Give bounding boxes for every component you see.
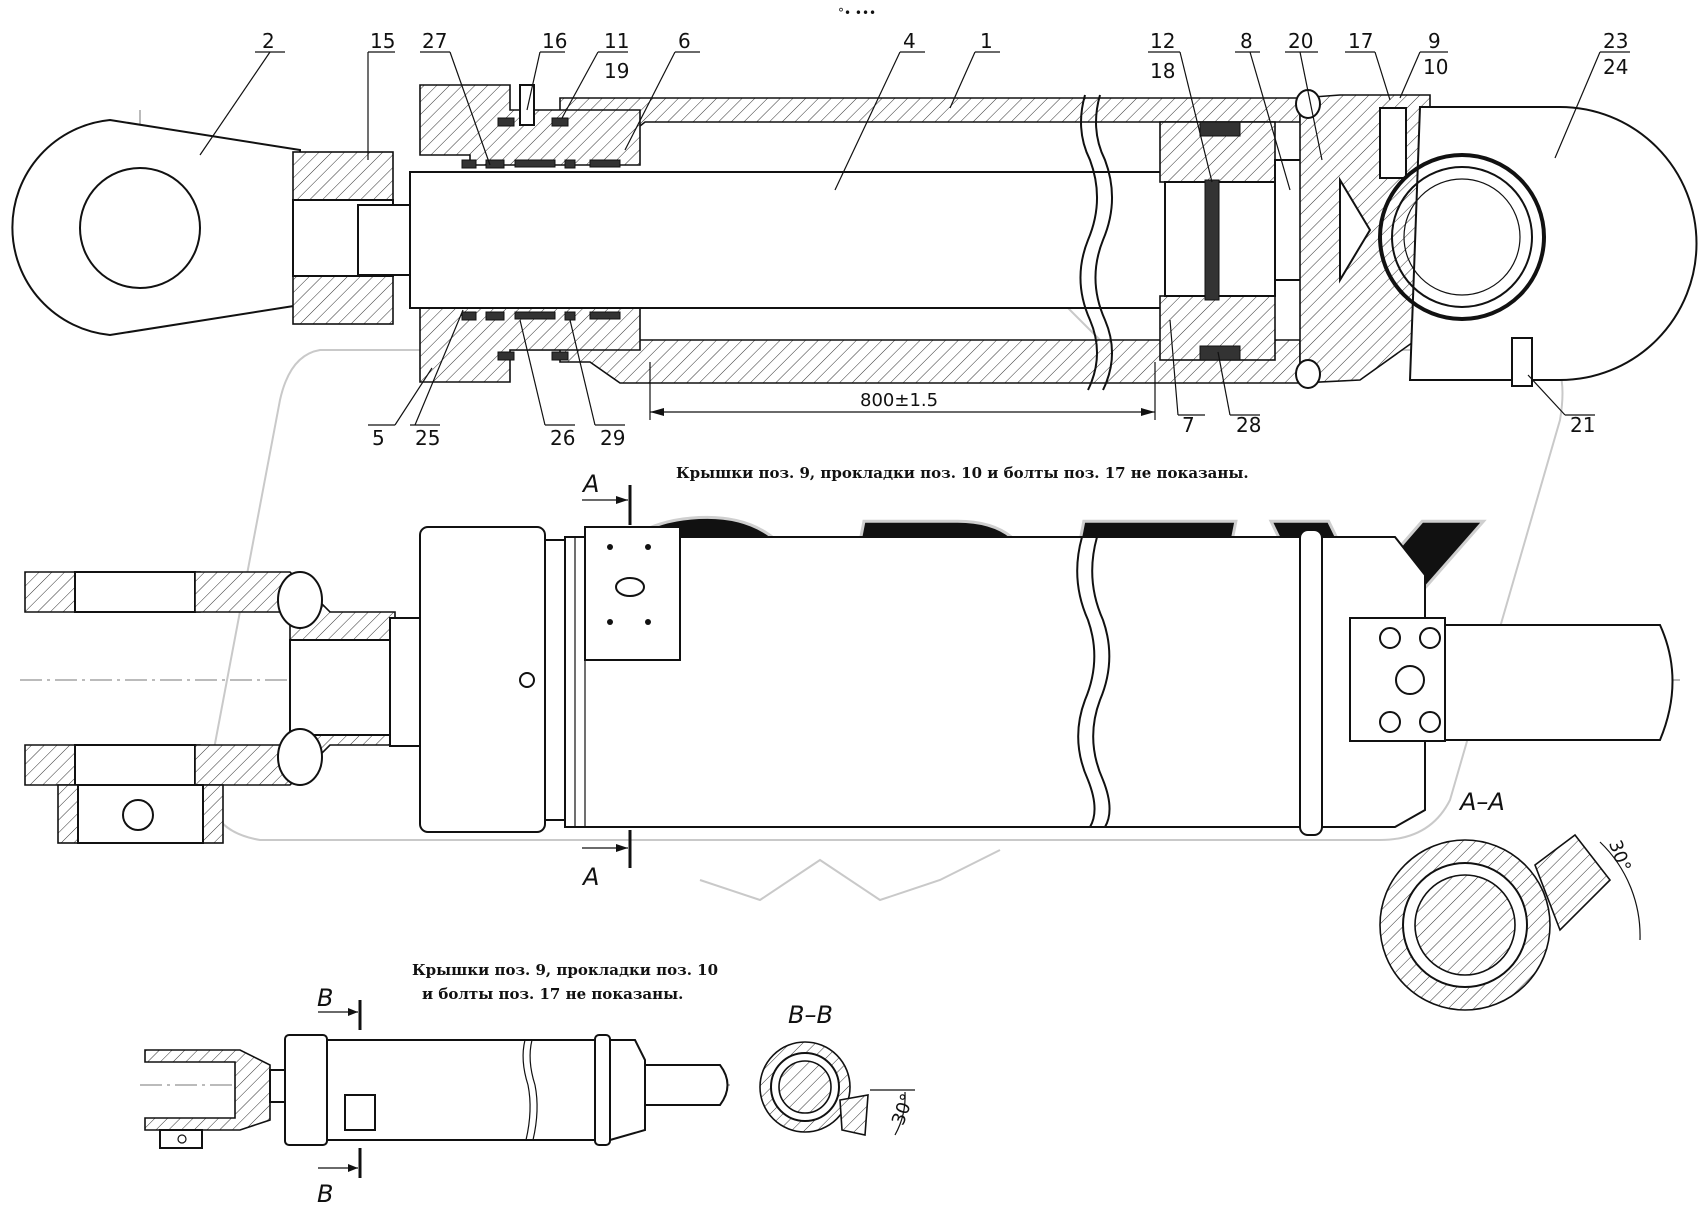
section-b-title: В–В <box>788 1001 833 1029</box>
callout-23: 23 <box>1603 29 1628 53</box>
section-b-mark-top: В <box>317 984 333 1012</box>
small-bottom-view: В В <box>140 984 730 1208</box>
callout-27: 27 <box>422 29 447 53</box>
section-a-mark-top: А <box>581 470 599 498</box>
callout-17: 17 <box>1348 29 1373 53</box>
callout-28: 28 <box>1236 413 1261 437</box>
callout-4: 4 <box>903 29 916 53</box>
section-b-b: В–В 30° <box>759 1001 919 1136</box>
callout-24: 24 <box>1603 55 1628 79</box>
bottom-plate <box>1349 617 1446 742</box>
callout-6: 6 <box>678 29 691 53</box>
callout-9: 9 <box>1428 29 1441 53</box>
note-small-2: и болты поз. 17 не показаны. <box>422 985 683 1003</box>
section-b-angle: 30° <box>888 1091 919 1128</box>
middle-external-view: А А <box>20 470 1680 891</box>
rod-eye-bore <box>79 167 201 289</box>
callout-26: 26 <box>550 426 575 450</box>
grease-fitting <box>1511 337 1533 387</box>
head-flange <box>419 526 546 833</box>
callouts: 2 15 27 16 11 19 6 4 1 12 18 8 20 17 9 1… <box>199 29 1630 450</box>
bottom-eye <box>1408 106 1698 381</box>
section-b-mark-bottom: В <box>317 1180 333 1208</box>
section-a-mark-bottom: А <box>581 863 599 891</box>
callout-12: 12 <box>1150 29 1175 53</box>
callout-25: 25 <box>415 426 440 450</box>
callout-1: 1 <box>980 29 993 53</box>
callout-5: 5 <box>372 426 385 450</box>
callout-15: 15 <box>370 29 395 53</box>
callout-16: 16 <box>542 29 567 53</box>
vent-plug <box>519 84 535 126</box>
callout-29: 29 <box>600 426 625 450</box>
top-sectional-view: 800±1.5 <box>11 84 1698 420</box>
callout-20: 20 <box>1288 29 1313 53</box>
piston-rod <box>409 171 1171 309</box>
callout-19: 19 <box>604 59 629 83</box>
section-a-title: А–А <box>1458 788 1505 816</box>
callout-18: 18 <box>1150 59 1175 83</box>
callout-11: 11 <box>604 29 629 53</box>
callout-7: 7 <box>1182 413 1195 437</box>
cylinder-tube <box>564 536 1326 828</box>
port-block <box>584 526 681 661</box>
piston-top <box>1159 121 1276 183</box>
note-main: Крышки поз. 9, прокладки поз. 10 и болты… <box>676 464 1249 482</box>
section-a-angle: 30° <box>1604 837 1635 874</box>
callout-21: 21 <box>1570 413 1595 437</box>
bottom-trunnion <box>1444 624 1674 741</box>
callout-8: 8 <box>1240 29 1253 53</box>
note-small-1: Крышки поз. 9, прокладки поз. 10 <box>412 961 718 979</box>
header-mark: °• ••• <box>838 6 876 20</box>
section-a-a: А–А 30° <box>1379 788 1641 1011</box>
callout-10: 10 <box>1423 55 1448 79</box>
dimension-length: 800±1.5 <box>860 390 938 411</box>
callout-2: 2 <box>262 29 275 53</box>
